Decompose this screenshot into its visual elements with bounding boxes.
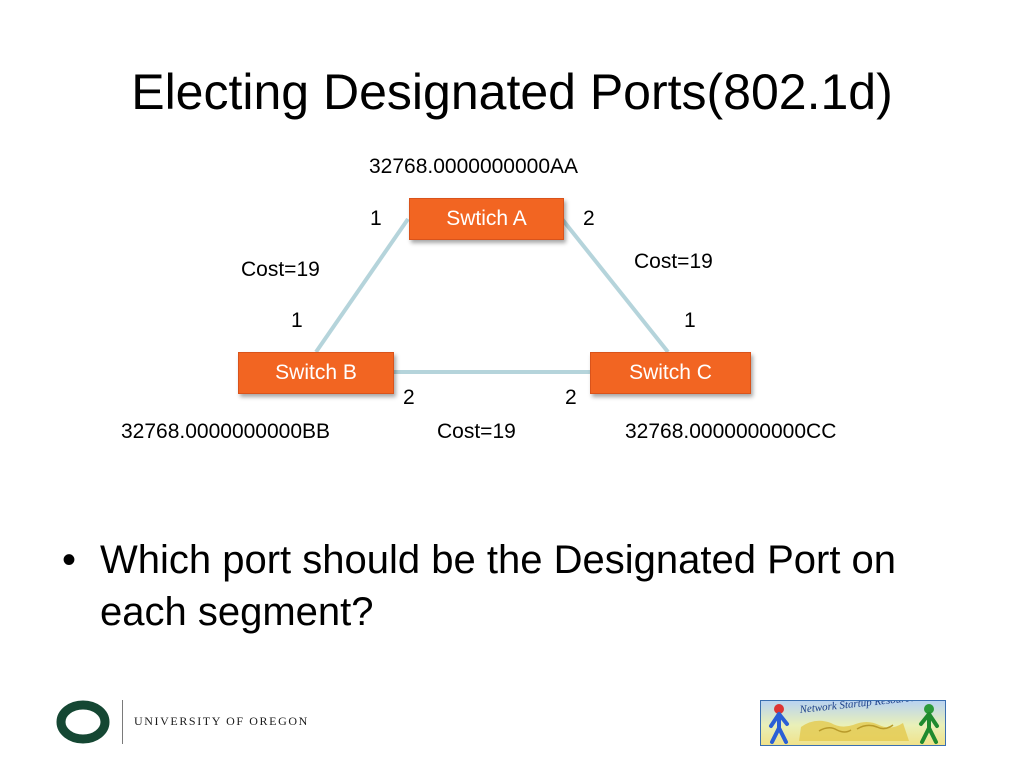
bullet-item: • Which port should be the Designated Po… bbox=[62, 534, 962, 638]
nsrc-person-left-icon bbox=[769, 704, 789, 744]
switch-c: Switch C bbox=[590, 352, 751, 394]
port-label-a-2: 2 bbox=[583, 207, 595, 230]
port-label-c-2: 2 bbox=[565, 386, 577, 409]
bullet-text: Which port should be the Designated Port… bbox=[100, 538, 897, 634]
slide-title: Electing Designated Ports(802.1d) bbox=[131, 64, 893, 120]
university-name: UNIVERSITY OF OREGON bbox=[134, 714, 309, 728]
bullet-marker: • bbox=[62, 538, 77, 582]
bridge-id-a: 32768.0000000000AA bbox=[369, 155, 579, 178]
port-label-b-1: 1 bbox=[291, 309, 303, 332]
link-a-b bbox=[314, 217, 410, 354]
port-label-b-2: 2 bbox=[403, 386, 415, 409]
nsrc-map-icon bbox=[799, 720, 909, 741]
bridge-id-b: 32768.0000000000BB bbox=[121, 420, 331, 443]
cost-label-a-c: Cost=19 bbox=[634, 250, 713, 273]
oregon-o-logo-icon bbox=[56, 700, 110, 744]
port-label-c-1: 1 bbox=[684, 309, 696, 332]
switch-b: Switch B bbox=[238, 352, 394, 394]
port-label-a-1: 1 bbox=[370, 207, 382, 230]
cost-label-a-b: Cost=19 bbox=[241, 258, 320, 281]
nsrc-person-right-icon bbox=[919, 704, 939, 744]
footer-divider bbox=[122, 700, 123, 744]
link-a-c bbox=[560, 217, 670, 354]
cost-label-b-c: Cost=19 bbox=[437, 420, 516, 443]
switch-a: Swtich A bbox=[409, 198, 564, 240]
nsrc-logo: Network Startup Resource Center bbox=[760, 700, 946, 746]
bridge-id-c: 32768.0000000000CC bbox=[625, 420, 837, 443]
